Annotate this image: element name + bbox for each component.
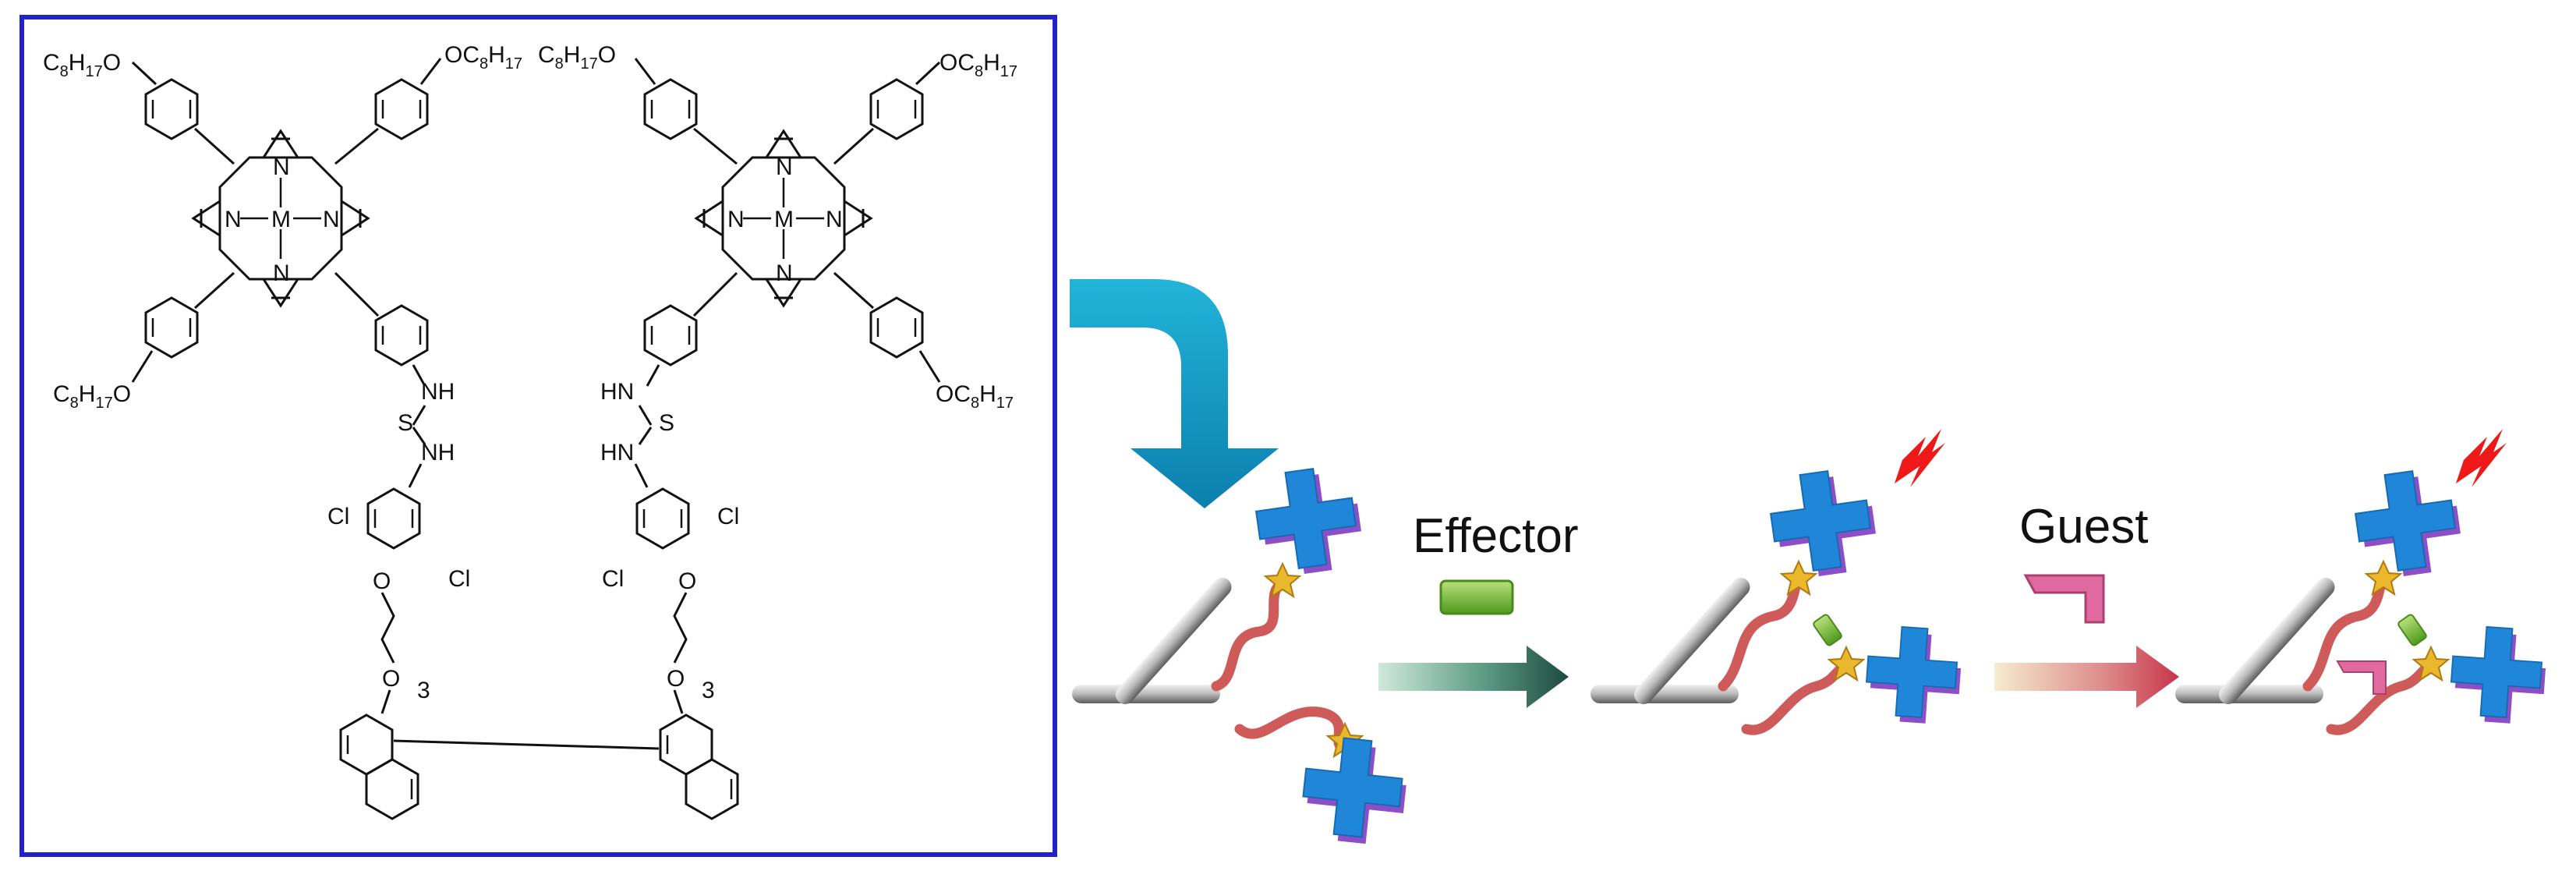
- guest-arrow: [1994, 646, 2179, 708]
- right-metal-label: M: [774, 207, 794, 232]
- left-cl-2: Cl: [448, 566, 470, 592]
- right-hn-upper: HN: [600, 379, 634, 405]
- transfer-arrow: [1070, 279, 1279, 508]
- effector-bound: [1813, 614, 1842, 646]
- right-top-right-substituent: OC8H17: [939, 50, 1017, 80]
- state-effector-bound: [1591, 429, 1965, 735]
- left-n-left: N: [225, 207, 242, 232]
- left-top-left-substituent: C8H17O: [43, 50, 121, 80]
- left-nh-upper: NH: [421, 379, 455, 405]
- guest-bound: [2336, 660, 2387, 695]
- left-nh-lower: NH: [421, 440, 455, 466]
- signal-flash-2: [2456, 429, 2507, 487]
- state-guest-bound: [2175, 429, 2549, 735]
- right-linker-chain: HN S HN Cl Cl O O 3: [600, 364, 739, 820]
- left-cl-1: Cl: [327, 504, 349, 529]
- left-thio-s: S: [398, 410, 413, 436]
- right-thio-s: S: [659, 410, 674, 436]
- right-top-left-substituent: C8H17O: [538, 42, 616, 73]
- linker-lower: [1234, 706, 1346, 752]
- left-o-label: O: [373, 568, 391, 594]
- state-open: [1072, 462, 1412, 848]
- linker-upper: [1211, 578, 1288, 692]
- binaphthyl-bond: [393, 739, 660, 750]
- guest-icon: [2023, 574, 2105, 624]
- left-n-right: N: [323, 207, 340, 232]
- right-o-label: O: [678, 568, 696, 594]
- left-linker-chain: NH S NH Cl Cl O O 3: [327, 364, 470, 820]
- structure-frame: [19, 15, 1057, 857]
- left-linker-count: 3: [417, 678, 430, 703]
- effector-arrow: [1378, 646, 1569, 708]
- left-linker-o: O: [382, 666, 400, 692]
- right-n-bottom: N: [776, 260, 793, 286]
- effector-label: Effector: [1413, 509, 1579, 563]
- porphyrin-cross-upper: [1250, 462, 1368, 580]
- right-bottom-right-substituent: OC8H17: [936, 381, 1014, 412]
- right-hn-lower: HN: [600, 440, 634, 466]
- left-top-right-substituent: OC8H17: [444, 42, 522, 73]
- right-n-top: N: [776, 154, 793, 180]
- right-cl-2: Cl: [602, 566, 624, 592]
- guest-label: Guest: [2019, 500, 2148, 554]
- right-n-right: N: [826, 207, 843, 232]
- left-bottom-left-substituent: C8H17O: [53, 381, 131, 412]
- right-linker-o: O: [667, 666, 685, 692]
- right-linker-count: 3: [702, 678, 715, 703]
- effector-icon: [1439, 579, 1514, 615]
- left-metal-label: M: [271, 207, 291, 232]
- left-aryl-rings: [131, 58, 442, 383]
- right-aryl-rings: [634, 58, 941, 383]
- chemical-structure: M N N N N C8H17O OC8H17 C8H17O NH: [43, 42, 1017, 820]
- porphyrin-cross-lower: [1298, 733, 1412, 848]
- left-porphyrin-core: M N N N N: [192, 129, 370, 307]
- right-cl-1: Cl: [717, 504, 739, 529]
- signal-flash: [1895, 429, 1945, 487]
- left-n-top: N: [273, 154, 290, 180]
- left-n-bottom: N: [273, 260, 290, 286]
- right-n-left: N: [727, 207, 745, 232]
- right-porphyrin-core: M N N N N: [695, 129, 872, 307]
